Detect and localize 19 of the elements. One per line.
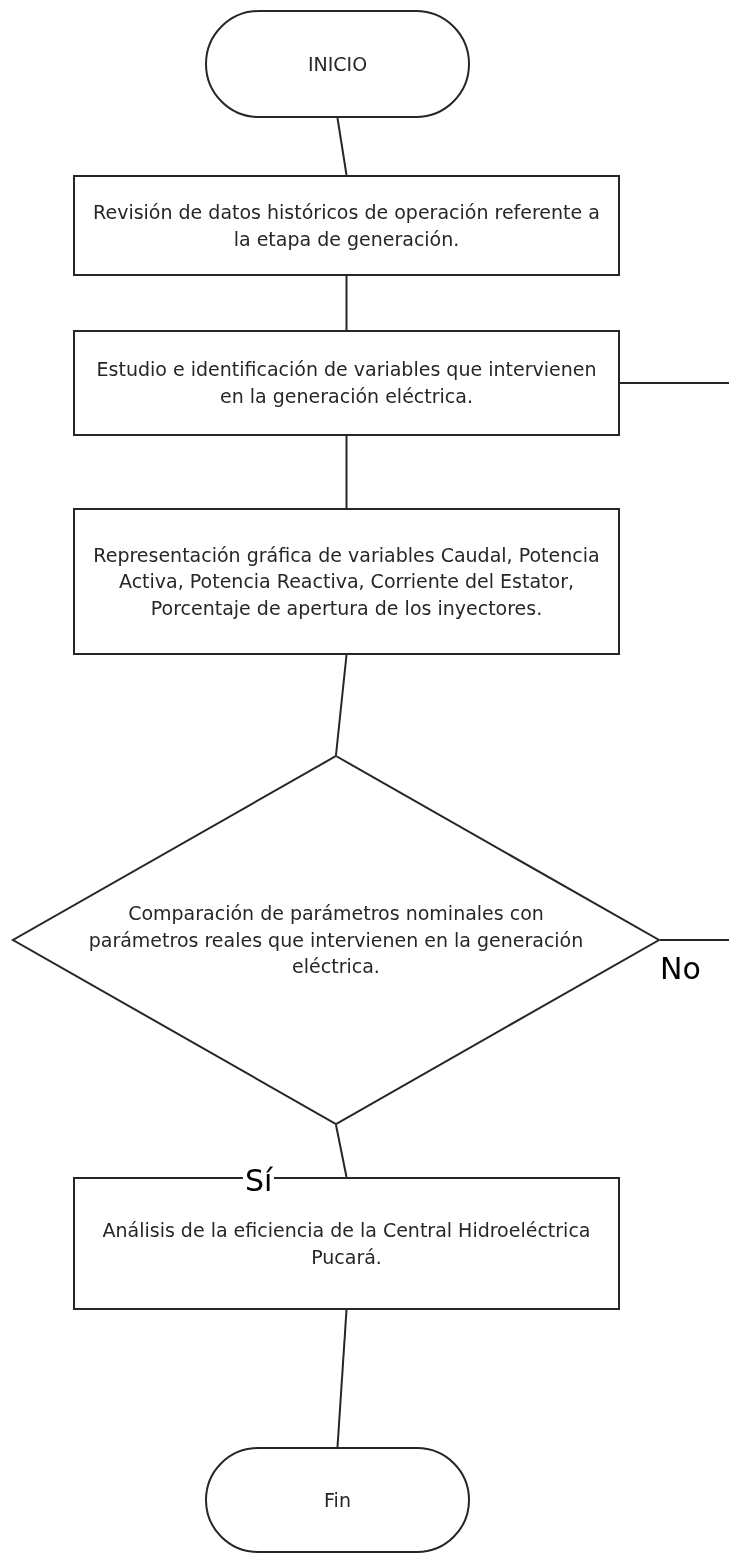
connector-line <box>659 939 729 941</box>
node-text: INICIO <box>306 51 369 77</box>
process-box <box>73 330 620 436</box>
connector-line <box>345 435 348 509</box>
process-box <box>73 508 620 655</box>
process-box <box>73 175 620 276</box>
node-text: Análisis de la eficiencia de la Central Hidroeléctrica Pucará. <box>101 1217 592 1270</box>
connector-line <box>335 654 348 756</box>
connector-line <box>619 382 729 384</box>
node-text: Fin <box>323 1487 352 1513</box>
connector-line <box>345 275 348 331</box>
node-text: Representación gráfica de variables Caudal, Potencia Activa, Potencia Reactiva, Corriente del Estator, Porcentaje de apertura de los inyectores. <box>92 542 601 621</box>
connector-line <box>336 117 348 176</box>
node-text: Revisión de datos históricos de operación referente a la etapa de generación. <box>92 199 601 252</box>
node-text: Estudio e identificación de variables que intervienen en la generación eléctrica. <box>95 357 598 409</box>
connector-line <box>336 1309 348 1448</box>
node-text: Comparación de parámetros nominales con parámetros reales que intervienen en la generación eléctrica. <box>87 901 585 980</box>
connector-line <box>335 1124 348 1178</box>
decision-diamond <box>12 755 660 1125</box>
